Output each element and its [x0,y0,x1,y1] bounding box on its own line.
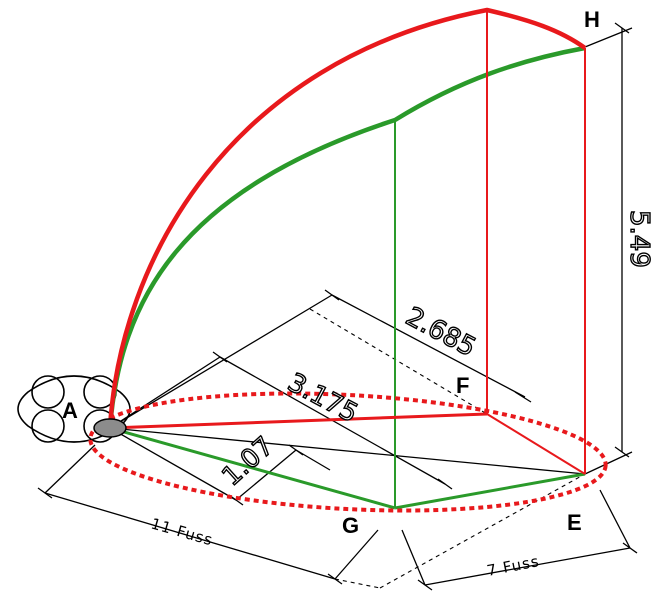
dim-label-7-fuss: 7 Fuss [485,552,541,580]
red-base-a-to-f [109,412,488,430]
dim-extension-11-right [334,529,379,580]
point-label-f: F [456,373,469,398]
point-label-g: G [342,513,359,538]
dim-line-11-fuss [44,492,336,580]
dim-extension-549-top [584,27,633,48]
dim-line-2685 [331,294,526,398]
dim-line-107-left [235,449,297,501]
dim-extension-107 [109,427,237,501]
dashed-line-bottom [379,473,586,589]
dim-label-2685: 2.685 [401,302,481,363]
dim-label-549: 5.49 [624,210,654,268]
construction-lines [309,308,586,589]
green-curve [107,45,586,429]
dim-line-7-fuss [424,547,631,586]
green-base-a-to-g [109,426,396,510]
dashed-line-f [309,308,488,415]
green-base-g-to-e [394,472,586,510]
diagonal-a-to-e [109,427,586,475]
point-label-e: E [567,510,582,535]
dim-label-107: 1.07 [217,431,280,492]
ground-ellipse [88,391,608,513]
green-structure [107,45,586,510]
dim-extension-upper [109,294,333,429]
dimension-ticks [37,22,638,591]
dim-extension-11-left [44,444,96,494]
red-structure [107,7,587,475]
dim-extension-3175 [109,356,221,429]
dim-extension-7-right [599,489,631,549]
red-curve [107,7,587,429]
point-label-a: A [62,398,78,423]
red-base-f-to-e [486,413,586,475]
dim-extension-7-left [401,529,426,586]
dim-extension-549-bottom [584,451,633,475]
base-point-marker [93,418,127,438]
dim-label-11-fuss: 11 Fuss [149,515,215,550]
point-label-h: H [584,7,600,32]
dimension-lines [37,22,638,591]
